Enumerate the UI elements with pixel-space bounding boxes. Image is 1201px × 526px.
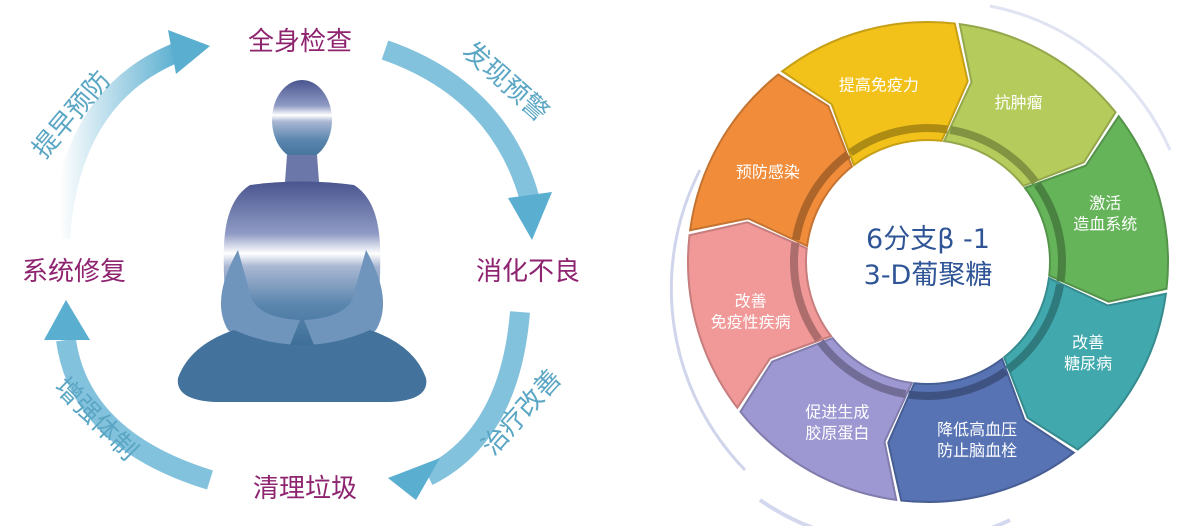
wheel-center-text: 6分支β -1 3-D葡聚糖	[864, 224, 993, 291]
node-label-indigestion: 消化不良	[476, 257, 580, 287]
wheel-label-line: 提高免疫力	[839, 76, 919, 95]
arrowhead-top	[168, 30, 210, 74]
arrowhead-left	[44, 300, 90, 340]
meditation-figure	[177, 80, 427, 402]
wheel-segment-band-immunity	[848, 124, 949, 157]
arrow-left-to-top	[50, 42, 182, 239]
wheel-label-immune-disease: 改善免疫性疾病	[711, 292, 791, 332]
wheel-label-line: 抗肿瘤	[995, 93, 1043, 112]
wheel-segment-band-blood-pressure	[907, 367, 1008, 400]
wheel-center-disc	[816, 150, 1040, 374]
wheel-glow-arc-bottom	[758, 498, 1011, 526]
arrow-bottom-to-left	[56, 338, 213, 490]
wheel-label-line: 胶原蛋白	[805, 424, 869, 443]
wheel-label-line: 改善	[735, 292, 767, 311]
wheel-label-line: 糖尿病	[1064, 354, 1112, 373]
node-label-clear-waste: 清理垃圾	[253, 474, 357, 504]
wheel-label-line: 造血系统	[1073, 214, 1137, 233]
wheel-labels: 提高免疫力抗肿瘤激活造血系统改善糖尿病降低高血压防止脑血栓促进生成胶原蛋白改善免…	[711, 76, 1138, 460]
node-label-full-checkup: 全身检查	[248, 27, 352, 57]
cycle-arrows	[44, 30, 552, 500]
center-title-line1: 6分支β -1	[866, 224, 990, 255]
wheel-segment-band-collagen	[817, 339, 907, 399]
wheel-segment-band-immune-disease	[790, 241, 823, 342]
arc-label-strengthen-body: 增强体制	[48, 372, 143, 467]
wheel-label-infection: 预防感染	[736, 162, 800, 181]
wheel-segment-band-infection	[791, 151, 851, 241]
wheel-label-line: 防止脑血栓	[937, 441, 1017, 460]
right-wheel: 提高免疫力抗肿瘤激活造血系统改善糖尿病降低高血压防止脑血栓促进生成胶原蛋白改善免…	[669, 4, 1172, 526]
wheel-segment-band-hematopoietic	[1033, 182, 1066, 283]
wheel-label-line: 促进生成	[805, 403, 869, 422]
arrowhead-bottom	[388, 458, 440, 500]
wheel-label-line: 预防感染	[736, 162, 800, 181]
wheel-label-immunity: 提高免疫力	[839, 76, 919, 95]
wheel-label-blood-pressure: 降低高血压防止脑血栓	[937, 420, 1017, 460]
wheel-label-hematopoietic: 激活造血系统	[1073, 193, 1137, 233]
wheel-label-line: 降低高血压	[937, 420, 1017, 439]
wheel-segments	[687, 21, 1169, 503]
node-label-system-repair: 系统修复	[22, 257, 126, 287]
wheel-label-diabetes: 改善糖尿病	[1064, 333, 1112, 373]
wheel-glow-arc-top	[989, 4, 1172, 151]
arrowhead-right	[508, 192, 552, 240]
wheel-label-line: 免疫性疾病	[711, 313, 791, 332]
wheel-label-line: 激活	[1089, 193, 1121, 212]
left-cycle: 全身检查 消化不良 清理垃圾 系统修复 发现预警 治疗改善 增强体制 提早预防	[22, 27, 580, 504]
wheel-segment-band-diabetes	[1005, 283, 1065, 373]
arrow-right-to-bottom	[423, 311, 530, 485]
cycle-node-labels: 全身检查 消化不良 清理垃圾 系统修复	[22, 27, 580, 504]
wheel-glow-arc-left	[669, 169, 747, 472]
wheel-label-collagen: 促进生成胶原蛋白	[805, 403, 869, 443]
wheel-segment-band-anti-tumor	[949, 125, 1039, 185]
wheel-label-line: 改善	[1072, 333, 1104, 352]
center-title-line2: 3-D葡聚糖	[864, 260, 993, 291]
wheel-label-anti-tumor: 抗肿瘤	[995, 93, 1043, 112]
arrow-top-to-right	[381, 40, 540, 203]
